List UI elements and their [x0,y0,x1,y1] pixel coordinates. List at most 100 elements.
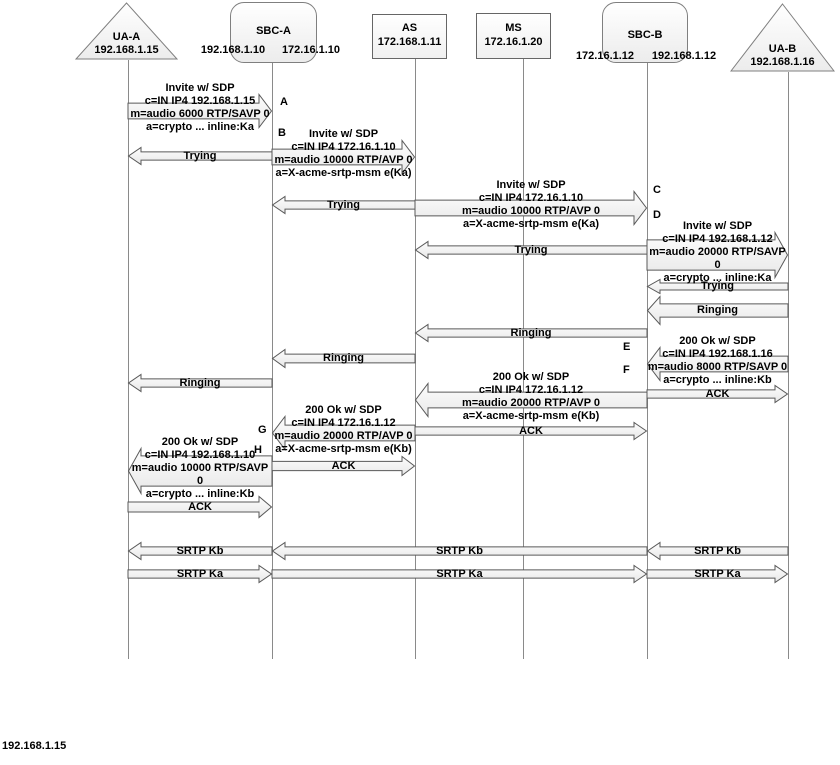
message-line: c=IN IP4 172.16.1.10 [478,192,584,204]
message-text: 200 Ok w/ SDP c=IN IP4 172.16.1.12 m=aud… [415,371,647,423]
message-line: m=audio 10000 RTP/SAVP [131,462,269,474]
arrow-right-icon [127,564,273,584]
message-line: Ringing [510,326,552,339]
message-line: m=audio 6000 RTP/SAVP 0 [130,108,270,120]
message-line: a=X-acme-srtp-msm e(Kb) [275,443,412,455]
message-ack-sbcb-to-uab: ACK [646,384,789,404]
arrow-left-icon [646,278,789,295]
message-ringing-uab-to-sbcb: Ringing [646,295,789,326]
message-text: Ringing [272,349,415,368]
step-label-h: H [254,444,262,456]
entity-name: UA-A [112,31,141,43]
message-line: Ringing [697,304,738,316]
message-text: SRTP Ka [647,565,788,583]
message-200ok-sbca-to-uaa: 200 Ok w/ SDP c=IN IP4 192.168.1.10 m=au… [127,436,273,501]
message-text: Ringing [647,296,788,325]
message-invite-sbca-to-as: Invite w/ SDP c=IN IP4 172.16.1.10 m=aud… [271,128,416,180]
message-trying-sbcb-to-as: Trying [414,240,648,260]
message-line: 200 Ok w/ SDP [161,436,239,448]
message-text: Invite w/ SDP c=IN IP4 192.168.1.12 m=au… [647,220,788,285]
message-line: 200 Ok w/ SDP [679,335,756,347]
message-line: SRTP Ka [694,567,741,580]
message-line: Invite w/ SDP [682,220,753,232]
message-line: 200 Ok w/ SDP [492,371,570,383]
message-line: c=IN IP4 172.16.1.10 [291,141,396,153]
entity-ua-a: UA-A 192.168.1.15 [74,2,179,60]
message-line: Trying [326,198,360,211]
message-text: Ringing [128,374,272,392]
message-text: Trying [415,241,647,259]
message-line: c=IN IP4 192.168.1.10 [144,449,256,461]
entity-sbc-b: SBC-B [602,2,688,63]
arrow-right-icon [127,93,273,129]
message-line: a=crypto ... inline:Ka [663,272,772,284]
message-line: SRTP Kb [176,544,224,557]
arrow-left-icon [414,323,648,343]
message-invite-sbcb-to-uab: Invite w/ SDP c=IN IP4 192.168.1.12 m=au… [646,220,789,285]
message-line: m=audio 8000 RTP/SAVP 0 [647,361,788,373]
arrow-left-icon [271,415,416,451]
message-srtp-ka-sbca-to-sbcb: SRTP Ka [271,564,648,584]
message-text: Invite w/ SDP c=IN IP4 172.16.1.10 m=aud… [415,179,647,231]
message-line: a=crypto ... inline:Kb [663,374,772,386]
message-text: Invite w/ SDP c=IN IP4 172.16.1.10 m=aud… [272,128,415,180]
message-text: ACK [647,385,788,403]
message-line: Invite w/ SDP [496,179,566,191]
arrow-right-icon [646,564,789,584]
message-line: 0 [196,475,204,487]
triangle-shape [729,3,836,72]
message-line: m=audio 20000 RTP/SAVP [649,246,786,258]
entity-name: UA-B [768,43,797,55]
message-line: m=audio 10000 RTP/AVP 0 [274,154,413,166]
message-line: ACK [188,500,212,513]
message-line: 0 [714,259,721,271]
message-200ok-sbcb-to-as: 200 Ok w/ SDP c=IN IP4 172.16.1.12 m=aud… [414,371,648,423]
lifeline-sbc-b [647,63,648,659]
arrow-left-icon [127,446,273,496]
step-label-f: F [623,364,630,376]
message-ack-as-to-sbcb: ACK [414,421,648,441]
entity-sbc-a-ip-right: 172.16.1.10 [281,44,341,56]
step-label-g: G [258,424,267,436]
message-line: ACK [519,424,543,437]
message-200ok-uab-to-sbcb: 200 Ok w/ SDP c=IN IP4 192.168.1.16 m=au… [646,335,789,387]
message-ringing-sbca-to-uaa: Ringing [127,373,273,393]
arrow-right-icon [646,230,789,280]
arrow-right-icon [271,455,416,477]
arrow-right-icon [271,564,648,584]
entity-name: SBC-A [256,25,291,37]
message-ack-sbca-to-as: ACK [271,455,416,477]
message-text: 200 Ok w/ SDP c=IN IP4 192.168.1.10 m=au… [128,436,272,501]
message-text: SRTP Ka [272,565,647,583]
arrow-left-icon [646,346,789,382]
lifeline-ua-a [128,60,129,659]
entity-ua-b: UA-B 192.168.1.16 [729,3,836,72]
triangle-shape [74,2,179,60]
message-line: a=X-acme-srtp-msm e(Kb) [462,410,600,422]
entity-ms: MS 172.16.1.20 [476,13,551,59]
message-line: ACK [331,459,356,472]
message-line: a=X-acme-srtp-msm e(Ka) [275,167,412,179]
entity-name: AS [401,22,418,34]
message-line: c=IN IP4 192.168.1.15 [144,95,256,107]
entity-ip: 172.16.1.20 [484,36,543,48]
message-text: Ringing [415,324,647,342]
message-line: a=X-acme-srtp-msm e(Ka) [462,218,600,230]
message-line: Trying [183,149,217,162]
message-srtp-ka-uaa-to-sbca: SRTP Ka [127,564,273,584]
message-line: ACK [705,387,730,400]
message-line: Trying [514,243,548,256]
message-line: a=crypto ... inline:Kb [145,488,255,500]
message-line: SRTP Ka [176,567,224,580]
message-text: SRTP Kb [128,542,272,560]
message-text: Trying [272,196,415,214]
message-text: Trying [128,147,272,165]
message-text: ACK [128,496,272,518]
message-line: a=crypto ... inline:Ka [146,121,254,133]
arrow-left-icon [127,541,273,561]
entity-ip: 172.168.1.11 [377,36,442,48]
message-line: 200 Ok w/ SDP [305,404,382,416]
message-line: c=IN IP4 172.16.1.12 [291,417,396,429]
arrow-right-icon [271,139,416,175]
